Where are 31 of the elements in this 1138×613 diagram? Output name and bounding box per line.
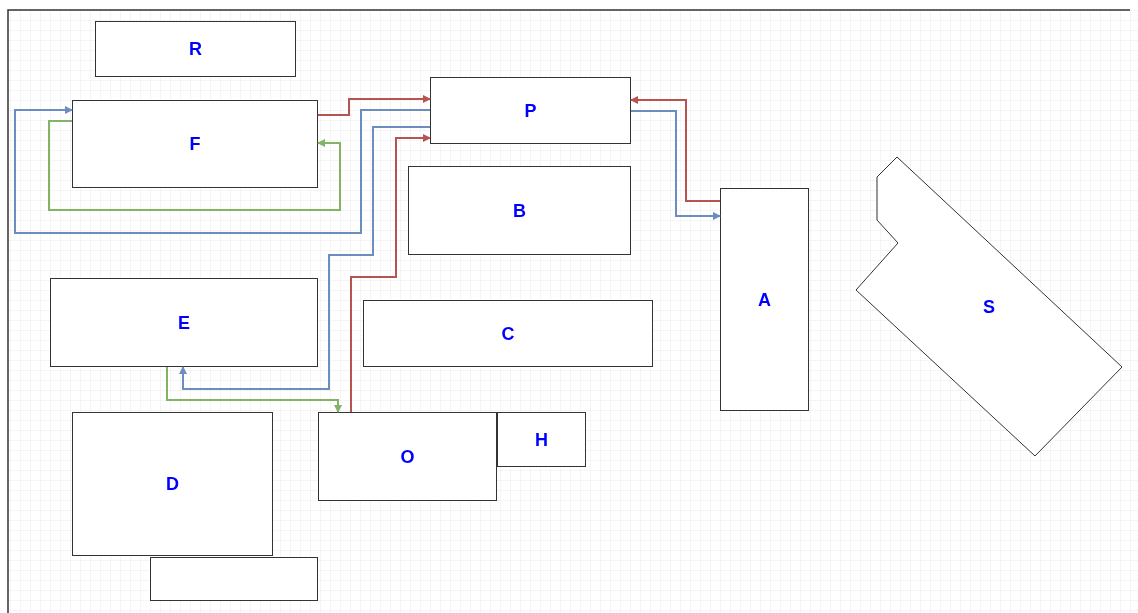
process-box xyxy=(95,21,296,77)
node-label: O xyxy=(400,445,415,469)
arrow xyxy=(166,366,342,413)
process-box xyxy=(50,278,318,367)
node-label: A xyxy=(758,288,771,312)
node-label: H xyxy=(535,428,548,452)
node-label: E xyxy=(178,311,190,335)
arrow xyxy=(350,134,431,413)
node-label: R xyxy=(189,38,202,61)
node-label: B xyxy=(513,199,526,223)
arrow xyxy=(317,95,431,116)
process-box xyxy=(408,166,631,255)
process-box xyxy=(430,77,631,144)
process-box xyxy=(363,300,653,367)
empty-box xyxy=(150,557,318,601)
arrow xyxy=(48,120,341,211)
process-box xyxy=(72,412,273,556)
process-box xyxy=(720,188,809,411)
arrow xyxy=(14,106,431,234)
node-label: F xyxy=(189,133,201,156)
node-label: S xyxy=(983,295,995,319)
node-label: P xyxy=(524,99,537,123)
arrow xyxy=(630,110,721,220)
process-box xyxy=(497,412,586,467)
arrow xyxy=(630,96,721,202)
node-label: C xyxy=(501,322,515,346)
process-box xyxy=(72,100,318,188)
process-box xyxy=(318,412,497,501)
arrow xyxy=(179,126,431,390)
polygon-shape xyxy=(855,156,1123,457)
node-label: D xyxy=(166,473,179,496)
